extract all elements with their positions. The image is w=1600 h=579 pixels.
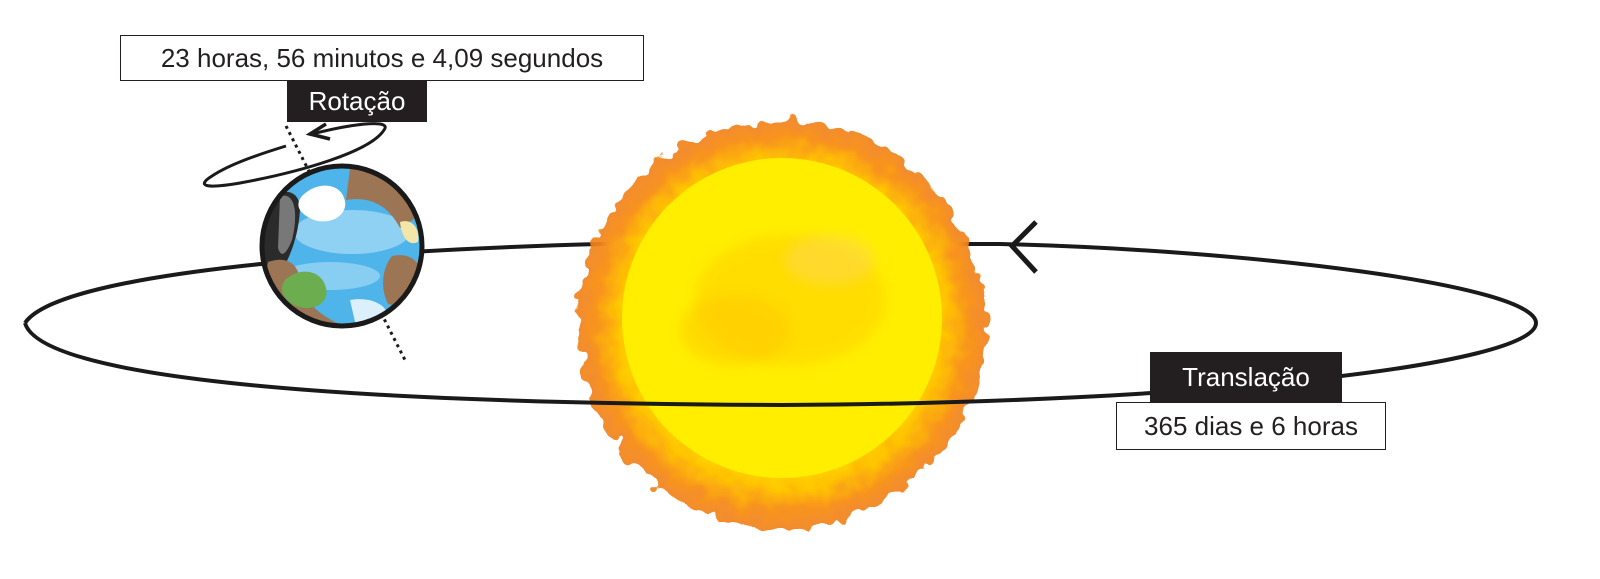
- curved-arrow-icon: [305, 122, 331, 141]
- rotation-period-label: 23 horas, 56 minutos e 4,09 segundos: [120, 35, 644, 81]
- earth-axis-line: [284, 125, 407, 361]
- translation-title-label: Translação: [1150, 352, 1342, 402]
- sun-illustration: [578, 120, 986, 528]
- earth-illustration: [259, 163, 425, 329]
- translation-period-label: 365 dias e 6 horas: [1116, 402, 1386, 450]
- chevron-left-icon: [1008, 220, 1038, 274]
- rotation-title-label: Rotação: [287, 80, 427, 122]
- orbit-front-arc: [23, 322, 1538, 408]
- rotation-loop: [203, 122, 387, 188]
